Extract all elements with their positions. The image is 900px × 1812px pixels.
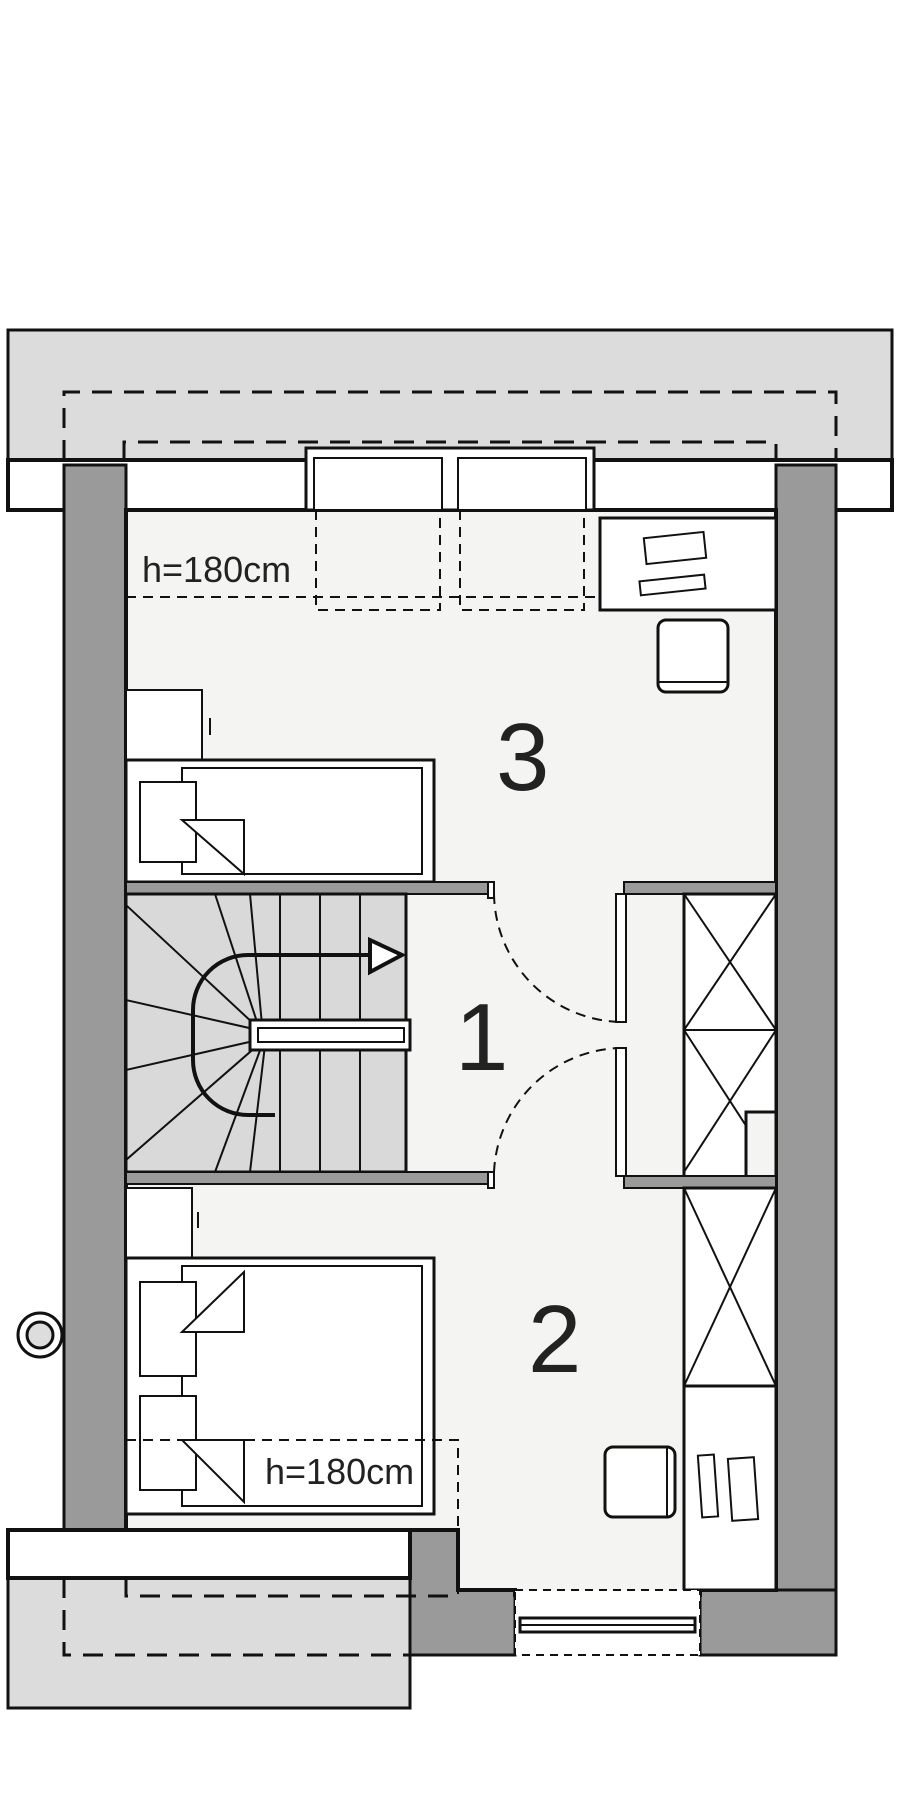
dormer-top-inner [313,457,443,511]
door-jamb-right [615,893,627,1023]
desk-item-2 [638,573,707,597]
roof-dashed-top [62,390,838,460]
stair-handrail-inner [257,1027,405,1043]
stair-treads [125,893,361,1173]
blanket-fold-2a [179,1269,245,1333]
desk-2 [682,1384,778,1592]
roof-dashed-inner-top [122,440,778,460]
chair-2 [603,1445,677,1519]
door-swing-room3 [493,893,621,1023]
roof-overhang-top [6,328,894,462]
height-note-top: h=180cm [142,549,291,590]
desk-top [598,516,778,612]
roof-overhang-bottom [6,1576,412,1710]
wall-bottom-right [698,1588,838,1657]
roof-dashed-inner-bottom [124,1578,458,1598]
wall-interior-4 [623,1175,777,1189]
nightstand-2 [125,1187,193,1259]
wardrobe-notch [744,1110,778,1180]
chair-top [656,618,730,694]
door-swing-room2 [493,1047,621,1173]
stair-path [191,953,380,1117]
dormer-top-inner-2 [457,457,587,511]
height-note-bottom: h=180cm [265,1451,414,1492]
room-label-3: 3 [496,704,549,811]
blanket-fold-3 [179,819,245,877]
wall-interior-2 [623,881,777,895]
room-label-2: 2 [528,1286,581,1393]
desk-2-item-2 [726,1456,760,1522]
roof-dashed-bottom [62,1578,410,1657]
dormer-dash [315,510,585,611]
stair-arrow [368,936,407,976]
wall-interior-3 [125,1171,489,1185]
height-line-bottom [126,1439,459,1595]
desk-item-1 [642,530,708,566]
wall-right [774,463,838,1657]
nightstand-3 [125,689,203,761]
door-jamb-right-2 [615,1047,627,1177]
room-label-1: 1 [455,984,508,1091]
eaves-bottom [6,1528,412,1580]
wall-interior-1 [125,881,489,895]
door-frame-1 [487,881,495,899]
wall-left [62,463,128,1627]
desk-2-item-1 [696,1453,720,1519]
